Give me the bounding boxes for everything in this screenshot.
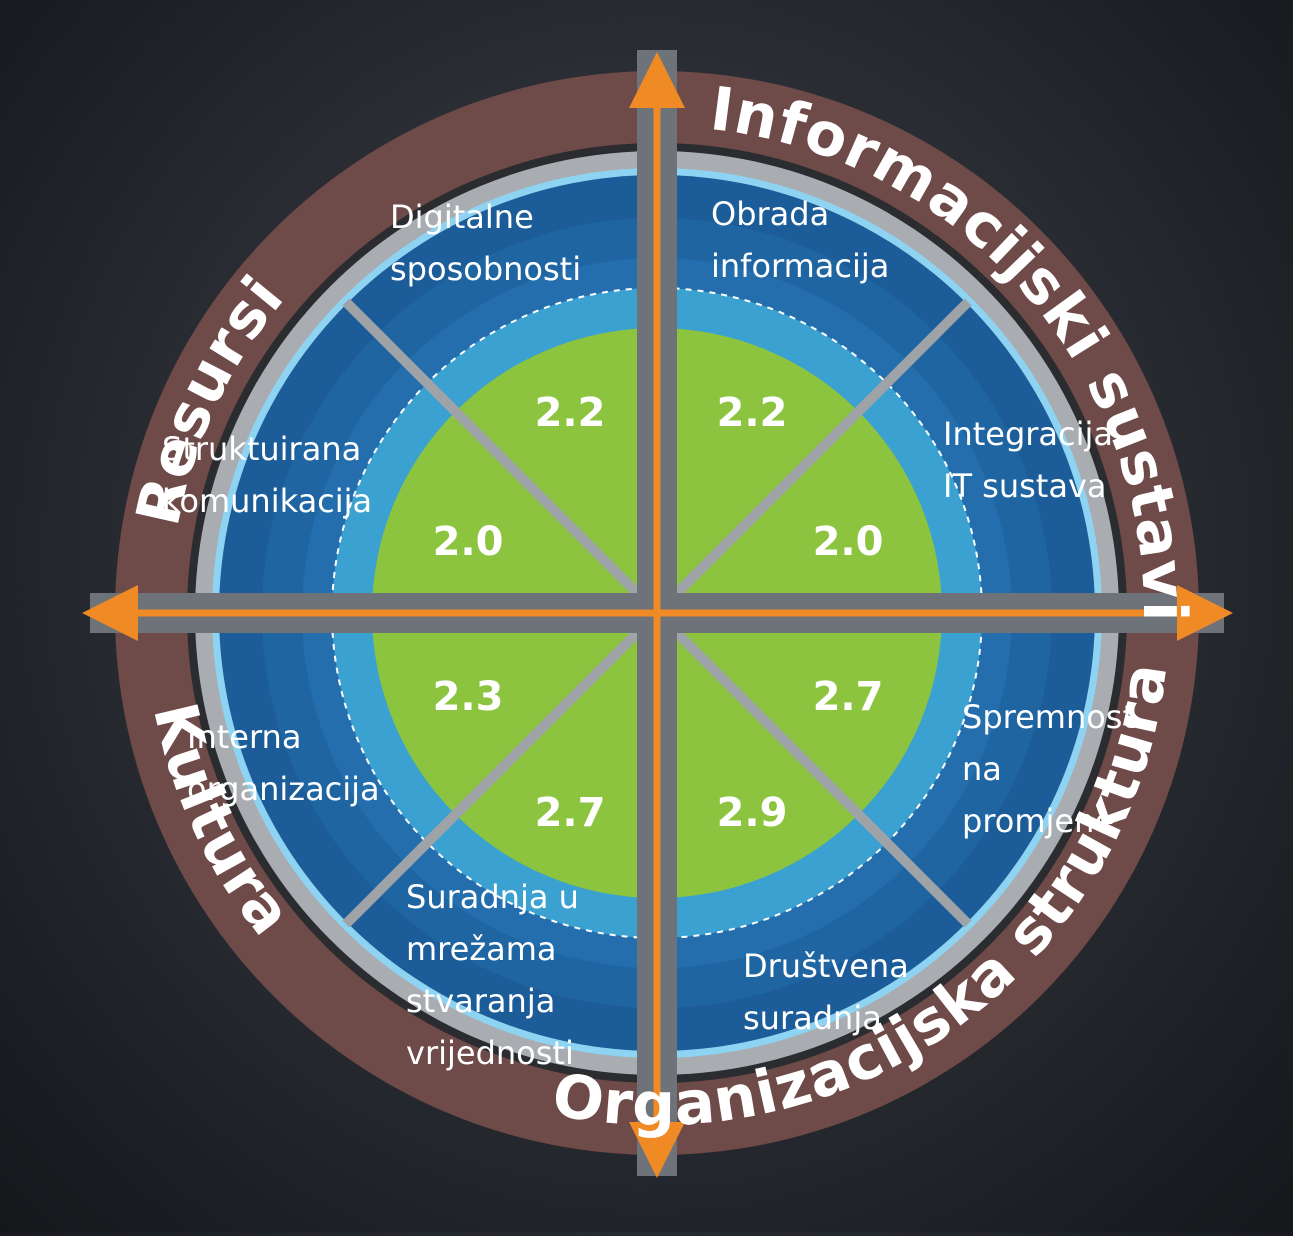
segment-label-obrada-informacija: Obrada informacija	[711, 195, 889, 285]
segment-label-struktuirana-komunikacija: Struktuirana komunikacija	[162, 430, 372, 520]
segment-label-drustvena-suradnja: Društvena suradnja	[743, 947, 919, 1037]
segment-label-spremnost-na-promjene: Spremnost na promjene	[962, 698, 1145, 840]
score-suradnja-u-mrezama: 2.7	[535, 790, 606, 836]
score-interna-organizacija: 2.3	[433, 674, 504, 720]
score-integracija-it-sustava: 2.0	[813, 519, 884, 565]
segment-label-suradnja-u-mrezama: Suradnja u mrežama stvaranja vrijednosti	[406, 878, 589, 1072]
score-obrada-informacija: 2.2	[717, 390, 788, 436]
segment-label-interna-organizacija: Interna organizacija	[187, 718, 380, 808]
segment-label-digitalne-sposobnosti: Digitalne sposobnosti	[390, 198, 581, 288]
score-struktuirana-komunikacija: 2.0	[433, 519, 504, 565]
score-digitalne-sposobnosti: 2.2	[535, 390, 606, 436]
score-spremnost-na-promjene: 2.7	[813, 674, 884, 720]
score-drustvena-suradnja: 2.9	[717, 790, 788, 836]
segment-label-integracija-it-sustava: Integracija IT sustava	[943, 415, 1123, 505]
